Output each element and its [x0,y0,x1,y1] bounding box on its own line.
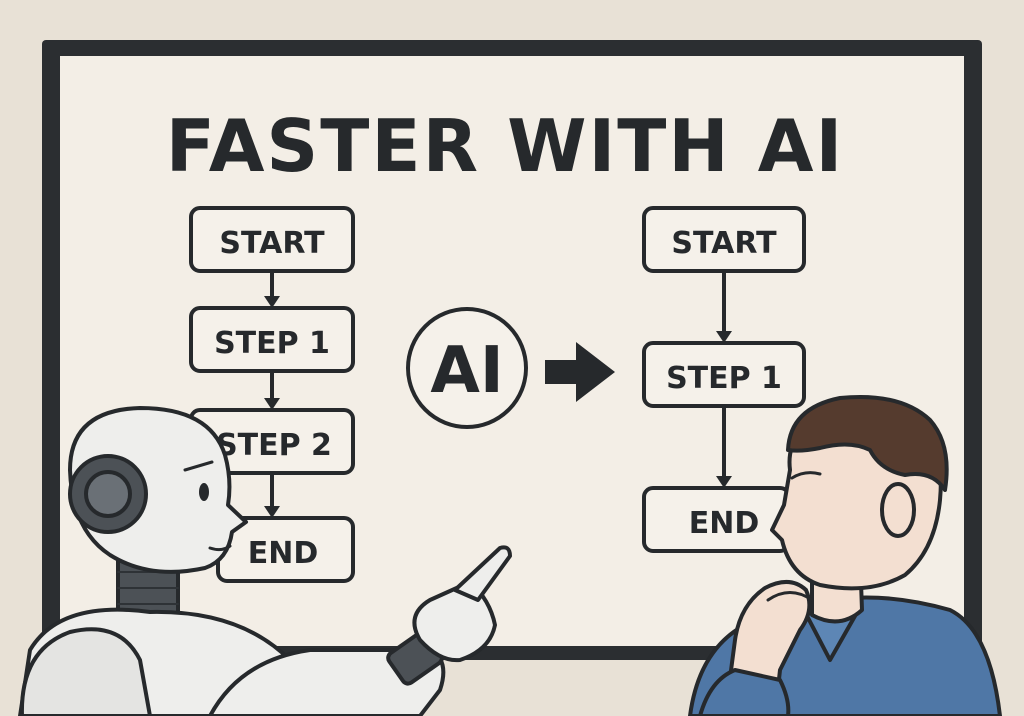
left-label-step1: STEP 1 [214,326,330,361]
man-hair [786,394,949,492]
man-ear [880,482,916,538]
robot-figure [18,406,512,716]
left-label-end: END [248,536,319,571]
robot-mouth [208,544,232,552]
robot-eye [199,483,209,501]
left-label-start: START [219,226,325,261]
robot-arm [208,648,446,716]
right-arrow-icon [545,342,615,402]
ai-circle [406,307,528,429]
left-label-step2: STEP 2 [216,428,332,463]
man-sleeve [698,668,791,716]
robot-eyebrow [183,460,214,472]
ai-circle-label: AI [430,334,503,408]
robot-ear-inner [84,470,132,518]
right-label-end: END [689,506,760,541]
right-label-start: START [671,226,777,261]
man-figure [688,394,1002,716]
board-title: FASTER WITH AI [166,104,844,188]
robot-hand [412,580,497,663]
right-label-step1: STEP 1 [666,361,782,396]
left-arrowheads [264,296,280,518]
robot-shoulder [19,627,152,716]
right-flowchart [642,206,806,553]
man-eyebrow [790,471,822,480]
man-finger [766,591,814,602]
ai-transform: AI [406,307,615,429]
right-arrowheads [716,331,732,488]
robot-pointing-finger [453,545,512,602]
